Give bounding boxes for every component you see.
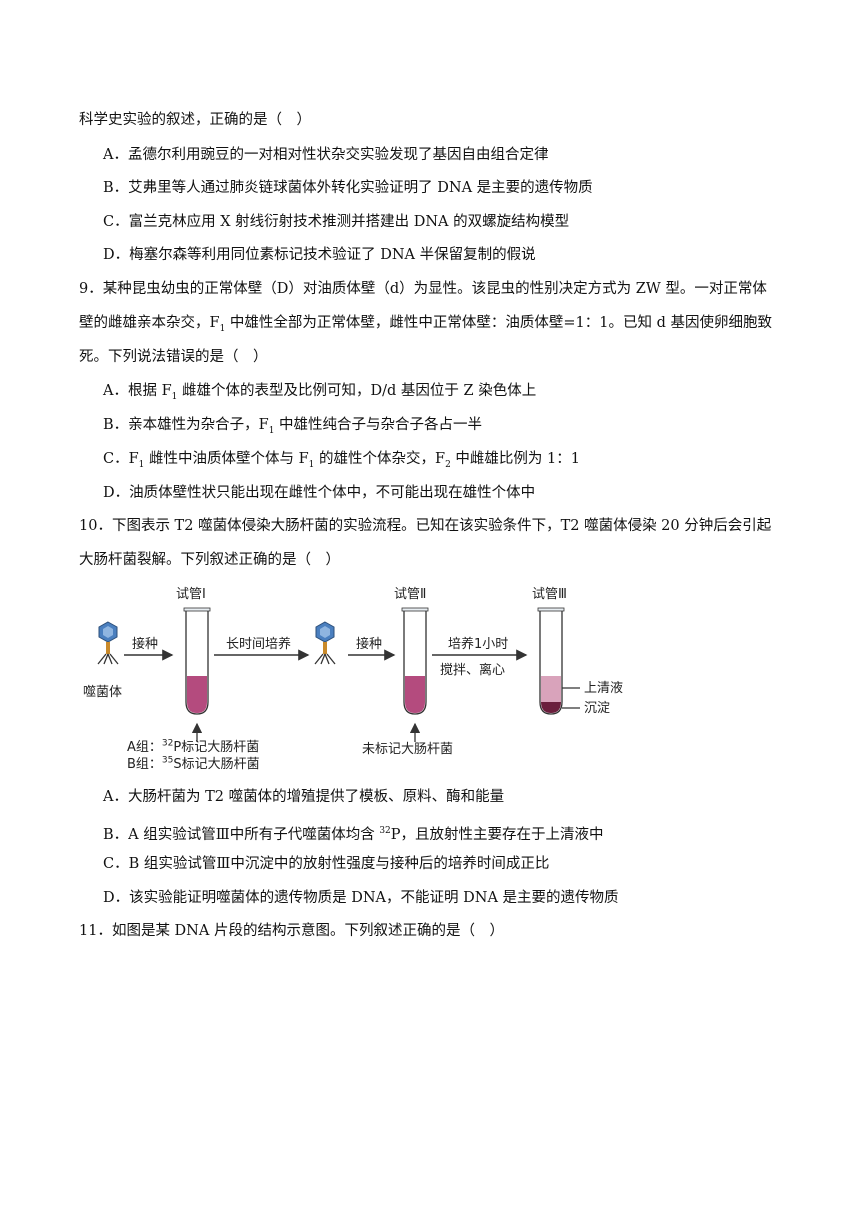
phage-label: 噬菌体 — [83, 685, 122, 700]
group-a-label: A组：32P标记大肠杆菌 — [127, 738, 260, 755]
experiment-diagram: 噬菌体 接种 试管Ⅰ 长时间培养 接种 试管Ⅱ — [80, 580, 640, 775]
phage-icon — [97, 621, 119, 665]
q8-option-c: C．富兰克林应用 X 射线衍射技术推测并搭建出 DNA 的双螺旋结构模型 — [103, 214, 570, 230]
q10-option-a: A．大肠杆菌为 T2 噬菌体的增殖提供了模板、原料、酶和能量 — [103, 789, 505, 805]
q9-stem-line3: 死。下列说法错误的是（ ） — [79, 349, 268, 365]
q8-option-d: D．梅塞尔森等利用同位素标记技术验证了 DNA 半保留复制的假说 — [103, 247, 536, 263]
tube-3-label: 试管Ⅲ — [532, 587, 567, 602]
q9-stem-line2: 壁的雌雄亲本杂交，F1 中雄性全部为正常体壁，雌性中正常体壁：油质体壁=1：1。… — [79, 315, 773, 334]
phage-icon — [314, 621, 336, 665]
test-tube-3 — [537, 607, 565, 715]
q9-option-c: C．F1 雌性中油质体壁个体与 F1 的雄性个体杂交，F2 中雌雄比例为 1：1 — [103, 451, 580, 470]
sediment-label: 沉淀 — [584, 701, 610, 716]
q10-stem-line1: 10．下图表示 T2 噬菌体侵染大肠杆菌的实验流程。已知在该实验条件下，T2 噬… — [79, 518, 772, 534]
inoculate-2-label: 接种 — [356, 636, 382, 652]
supernatant-label: 上清液 — [584, 681, 623, 696]
inoculate-1-label: 接种 — [132, 636, 158, 652]
q9-option-b: B．亲本雄性为杂合子，F1 中雄性纯合子与杂合子各占一半 — [103, 417, 483, 436]
q8-option-a: A．孟德尔利用豌豆的一对相对性状杂交实验发现了基因自由组合定律 — [103, 147, 549, 163]
long-culture-label: 长时间培养 — [226, 636, 291, 652]
q10-option-c: C．B 组实验试管Ⅲ中沉淀中的放射性强度与接种后的培养时间成正比 — [103, 856, 550, 872]
culture-1h-label: 培养1小时 — [448, 636, 508, 652]
stir-centrifuge-label: 搅拌、离心 — [440, 662, 505, 678]
q10-option-d: D．该实验能证明噬菌体的遗传物质是 DNA，不能证明 DNA 是主要的遗传物质 — [103, 890, 619, 906]
q8-option-b: B．艾弗里等人通过肺炎链球菌体外转化实验证明了 DNA 是主要的遗传物质 — [103, 180, 593, 196]
q8-stem: 科学史实验的叙述，正确的是（ ） — [79, 112, 311, 128]
q10-stem-line2: 大肠杆菌裂解。下列叙述正确的是（ ） — [79, 552, 340, 568]
test-tube-1 — [183, 607, 211, 715]
experiment-flow-svg: 噬菌体 接种 试管Ⅰ 长时间培养 接种 试管Ⅱ — [83, 587, 623, 742]
q9-option-d: D．油质体壁性状只能出现在雌性个体中，不可能出现在雄性个体中 — [103, 485, 536, 501]
tube-2-label: 试管Ⅱ — [394, 587, 426, 602]
q10-option-b: B．A 组实验试管Ⅲ中所有子代噬菌体均含 32P，且放射性主要存在于上清液中 — [103, 826, 604, 843]
unlabeled-ecoli-label: 未标记大肠杆菌 — [362, 742, 454, 757]
test-tube-2 — [401, 607, 429, 715]
q11-stem: 11．如图是某 DNA 片段的结构示意图。下列叙述正确的是（ ） — [79, 923, 504, 939]
q9-stem-line1: 9．某种昆虫幼虫的正常体壁（D）对油质体壁（d）为显性。该昆虫的性别决定方式为 … — [79, 281, 767, 297]
group-b-label: B组：35S标记大肠杆菌 — [127, 755, 260, 772]
q9-option-a: A．根据 F1 雌雄个体的表型及比例可知，D/d 基因位于 Z 染色体上 — [103, 383, 537, 402]
tube-1-label: 试管Ⅰ — [176, 587, 206, 602]
